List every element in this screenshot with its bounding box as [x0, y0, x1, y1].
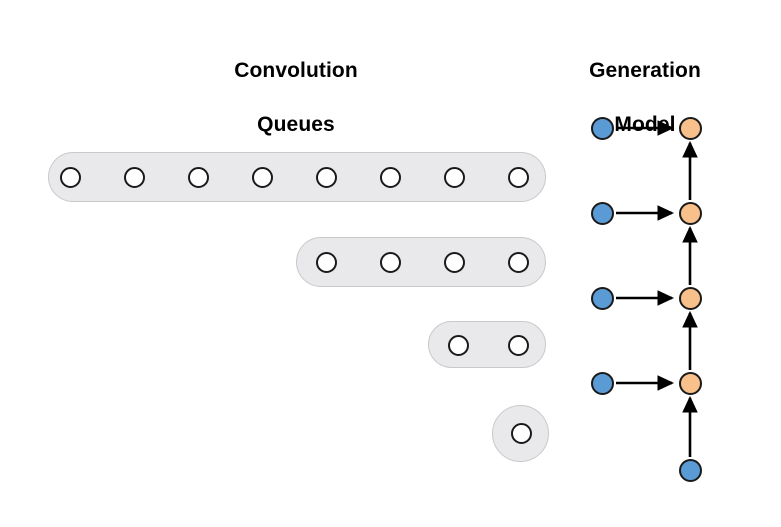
- queue-3-slot-1[interactable]: [447, 334, 469, 356]
- queue-2-slot-4[interactable]: [507, 251, 529, 273]
- queue-capsule-2[interactable]: [296, 237, 546, 287]
- input-node-2[interactable]: [590, 201, 614, 225]
- output-node-3[interactable]: [678, 286, 702, 310]
- queue-1-slot-8[interactable]: [507, 166, 529, 188]
- queue-1-slot-3[interactable]: [187, 166, 209, 188]
- queue-3-slot-2[interactable]: [507, 334, 529, 356]
- queue-1-slot-4[interactable]: [251, 166, 273, 188]
- queue-1-slot-5[interactable]: [315, 166, 337, 188]
- queue-1-slot-2[interactable]: [123, 166, 145, 188]
- input-node-4[interactable]: [590, 371, 614, 395]
- output-node-2[interactable]: [678, 201, 702, 225]
- bottom-input-node[interactable]: [678, 458, 702, 482]
- convolution-queues-title-line1: Convolution: [234, 59, 358, 82]
- input-node-3[interactable]: [590, 286, 614, 310]
- generation-model-title-line1: Generation: [589, 59, 701, 82]
- queue-1-slot-7[interactable]: [443, 166, 465, 188]
- output-node-4[interactable]: [678, 371, 702, 395]
- queue-1-slot-1[interactable]: [59, 166, 81, 188]
- queue-2-slot-1[interactable]: [315, 251, 337, 273]
- queue-2-slot-3[interactable]: [443, 251, 465, 273]
- input-node-1[interactable]: [590, 116, 614, 140]
- convolution-queues-title-line2: Queues: [257, 113, 335, 136]
- queue-1-slot-6[interactable]: [379, 166, 401, 188]
- queue-2-slot-2[interactable]: [379, 251, 401, 273]
- convolution-queues-title: Convolution Queues: [186, 30, 406, 165]
- output-node-1[interactable]: [678, 116, 702, 140]
- queue-4-slot-1[interactable]: [510, 422, 532, 444]
